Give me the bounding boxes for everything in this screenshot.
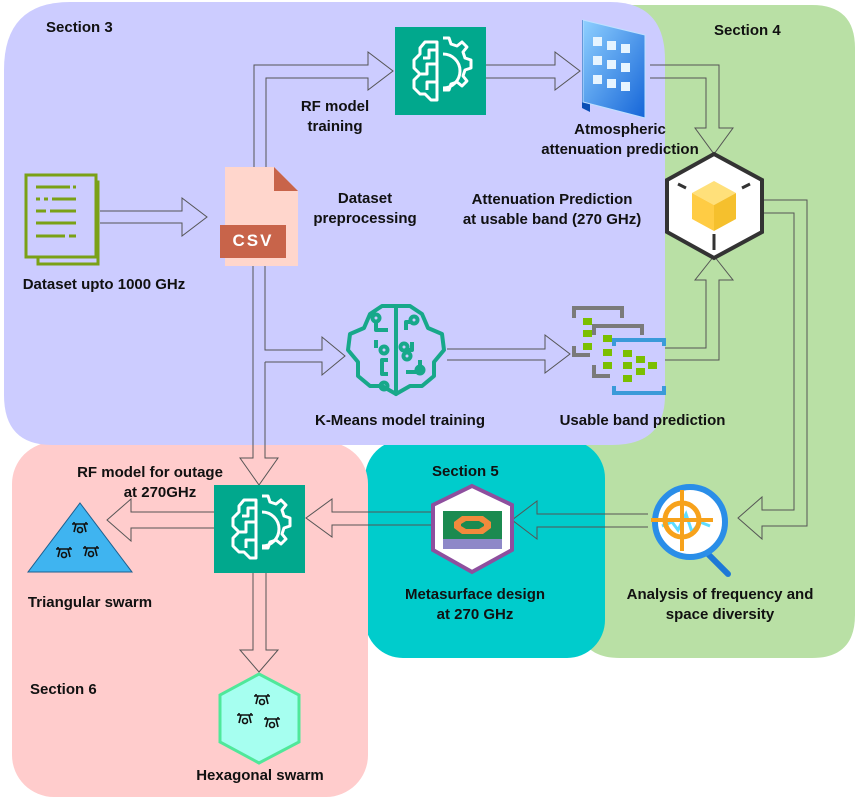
preprocessing-label-line2: preprocessing bbox=[313, 210, 417, 227]
image-grid-icon bbox=[582, 19, 646, 119]
dataset-document-icon bbox=[24, 173, 100, 266]
analysis-label-line1: Analysis of frequency and bbox=[626, 586, 814, 603]
rf-training-label-line1: RF model bbox=[300, 98, 370, 115]
triangular-swarm-icon bbox=[26, 502, 134, 573]
triangular-swarm-label: Triangular swarm bbox=[27, 594, 153, 611]
atmos-label-line1: Atmospheric bbox=[574, 121, 666, 138]
section-4-title: Section 4 bbox=[714, 22, 781, 39]
kmeans-label: K-Means model training bbox=[314, 412, 486, 429]
section-3-title: Section 3 bbox=[46, 19, 113, 36]
attenuation-label-line2: at usable band (270 GHz) bbox=[462, 211, 642, 228]
hexagonal-swarm-icon bbox=[218, 672, 301, 765]
csv-file-icon bbox=[220, 167, 298, 266]
rf-outage-brain-gear-icon bbox=[214, 485, 305, 573]
attenuation-cube-icon bbox=[665, 151, 764, 261]
metasurface-icon bbox=[431, 483, 514, 575]
atmos-label-line2: attenuation prediction bbox=[541, 141, 699, 158]
ml-brain-gear-icon bbox=[395, 27, 486, 115]
hexagonal-swarm-label: Hexagonal swarm bbox=[196, 767, 324, 784]
arrow-outage-to-hexagon bbox=[238, 573, 280, 673]
arrow-outage-to-triangle bbox=[106, 497, 214, 543]
dataset-label: Dataset upto 1000 GHz bbox=[22, 276, 186, 293]
metasurface-label-line2: at 270 GHz bbox=[436, 606, 514, 623]
csv-badge-text: CSV bbox=[232, 231, 274, 250]
arrow-meta-to-outage bbox=[305, 498, 433, 538]
rf-outage-label-line2: at 270GHz bbox=[123, 484, 197, 501]
preprocessing-label-line1: Dataset bbox=[337, 190, 393, 207]
arrow-cube-to-analysis bbox=[737, 199, 808, 541]
arrow-dataset-to-csv bbox=[100, 196, 208, 238]
analysis-magnifier-icon bbox=[651, 484, 731, 577]
section-3-panel bbox=[4, 2, 665, 445]
usable-band-icon bbox=[572, 306, 666, 395]
analysis-label-line2: space diversity bbox=[665, 606, 775, 623]
section-6-title: Section 6 bbox=[30, 681, 97, 698]
rf-outage-label-line1: RF model for outage bbox=[77, 464, 223, 481]
kmeans-brain-icon bbox=[346, 304, 446, 396]
arrow-kmeans-to-usable bbox=[447, 333, 571, 375]
arrow-csv-to-kmeans bbox=[264, 262, 346, 377]
metasurface-label-line1: Metasurface design bbox=[404, 586, 546, 603]
arrow-rf-to-atmos bbox=[486, 50, 581, 92]
arrow-csv-to-rf bbox=[253, 50, 394, 167]
section-5-title: Section 5 bbox=[432, 463, 499, 480]
rf-training-label-line2: training bbox=[307, 118, 363, 135]
usable-band-label: Usable band prediction bbox=[559, 412, 726, 429]
attenuation-label-line1: Attenuation Prediction bbox=[471, 191, 633, 208]
